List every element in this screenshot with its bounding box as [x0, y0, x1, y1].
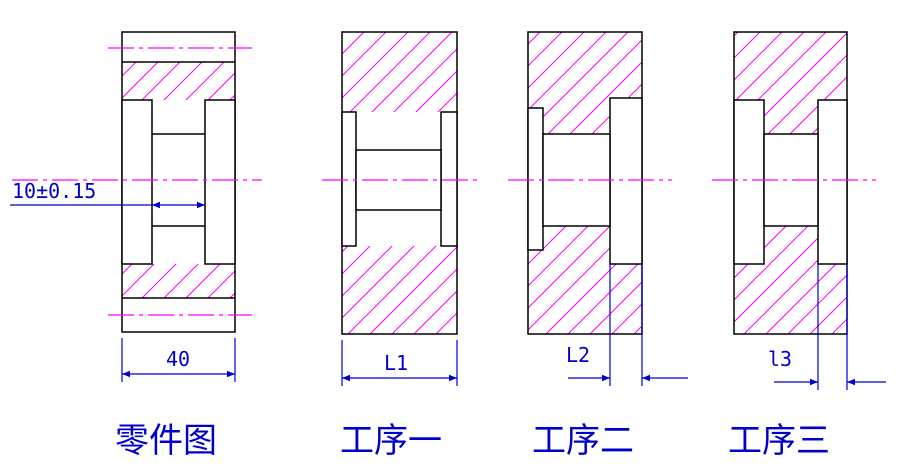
caption-op3: 工序三	[728, 421, 830, 461]
l3-label: l3	[768, 347, 792, 371]
part-dimensions	[10, 201, 236, 382]
part-centerlines	[12, 47, 262, 316]
operation-2-drawing: L2	[508, 31, 688, 386]
part-hatch	[122, 62, 235, 298]
caption-op1: 工序一	[340, 421, 442, 461]
op3-hatch	[734, 32, 847, 334]
part-drawing: 10±0.15 40	[10, 31, 262, 382]
op2-outline	[527, 31, 643, 335]
width-label: 40	[166, 347, 190, 371]
caption-op2: 工序二	[532, 421, 634, 461]
l2-label: L2	[566, 343, 590, 367]
op2-dimensions	[568, 264, 688, 386]
op3-dimensions	[774, 264, 886, 390]
caption-part: 零件图	[115, 421, 217, 461]
operation-3-drawing: l3	[712, 31, 886, 390]
op1-dimensions	[341, 340, 458, 386]
operation-1-drawing: L1	[322, 31, 482, 386]
tolerance-label: 10±0.15	[12, 179, 96, 203]
l1-label: L1	[384, 351, 408, 375]
part-outline	[121, 31, 236, 333]
op1-hatch	[342, 32, 457, 334]
